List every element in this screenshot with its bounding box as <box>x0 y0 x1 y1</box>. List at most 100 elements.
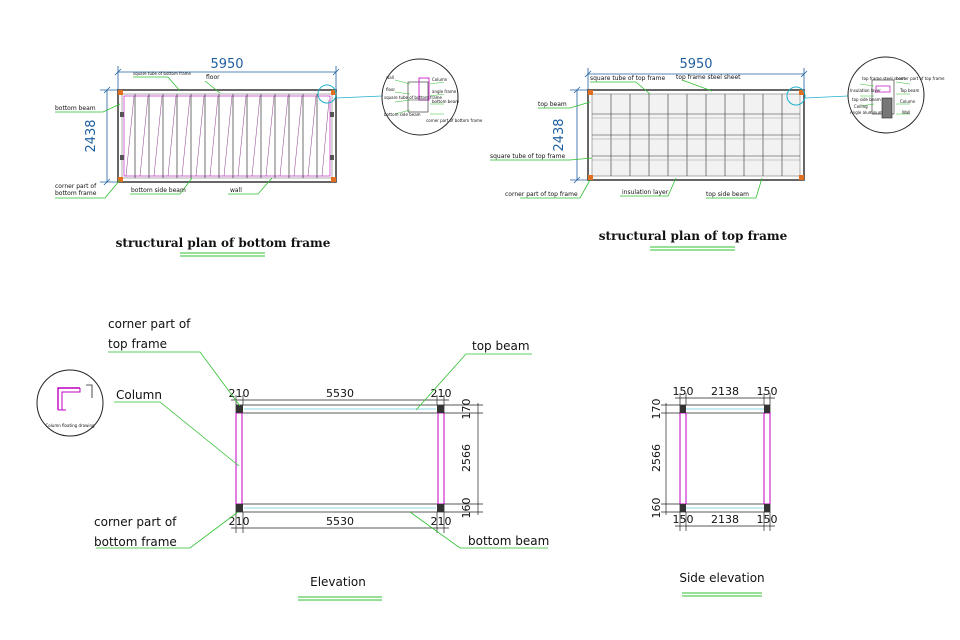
bottom-label-square-tube: square tube of bottom frame <box>133 71 192 76</box>
column-floating-detail <box>36 369 104 437</box>
bottom-label-side-beam: bottom side beam <box>131 187 186 194</box>
top-plan-length-value: 5950 <box>679 57 712 72</box>
bottom-detail-label-0: wall <box>386 75 394 80</box>
bottom-detail-label-6: bottom side beam <box>384 112 421 117</box>
elevation-bottom-dim-2: 210 <box>431 515 452 528</box>
bottom-plan-length-dimension <box>114 66 340 90</box>
side-elevation-left-dimension <box>661 403 680 515</box>
elevation-right-dimension <box>444 403 483 515</box>
elevation-label-bottom-beam: bottom beam <box>468 534 549 548</box>
bottom-plan-title-underline <box>180 252 265 257</box>
elevation-top-dim-1: 5530 <box>326 387 354 400</box>
elevation-top-dim-0: 210 <box>229 387 250 400</box>
bottom-plan-callout-leader <box>335 95 383 99</box>
side-elevation-title: Side elevation <box>679 571 764 585</box>
top-plan-length-dimension <box>584 68 808 90</box>
bottom-side-hooks <box>120 112 334 160</box>
bottom-detail-label-4: angle frame <box>432 89 457 94</box>
top-label-steel-sheet: top frame steel sheet <box>676 74 741 81</box>
elevation-title: Elevation <box>310 575 366 589</box>
bottom-frame-inner <box>121 93 333 179</box>
side-bottom-dim-2: 150 <box>757 513 778 526</box>
bottom-label-corner-part-text-line-1: bottom frame <box>55 190 97 197</box>
bottom-detail-label-5: bottom beam <box>432 99 459 104</box>
bottom-frame-outline <box>117 89 337 183</box>
top-label-insulation: insulation layer <box>622 189 669 196</box>
top-detail-label-7: Angle aluminum <box>850 110 883 115</box>
top-label-top-side-beam: top side beam <box>706 191 749 198</box>
elevation-right-dim-2: 160 <box>460 498 473 519</box>
bottom-plan-length-value: 5950 <box>210 57 243 72</box>
top-plan-title-underline <box>650 246 735 251</box>
bottom-label-floor: floor <box>206 74 220 81</box>
side-elevation-frame <box>679 404 771 513</box>
top-plan-title: structural plan of top frame <box>599 229 788 243</box>
top-detail-label-4: Top beam <box>899 88 919 93</box>
elevation-label-column: Column <box>116 388 162 402</box>
top-frame-grid <box>592 94 800 176</box>
bottom-detail-label-2: floor <box>386 87 395 92</box>
top-label-square-tube: square tube of top frame <box>490 153 565 160</box>
top-frame-outline <box>587 89 805 181</box>
side-top-dim-2: 150 <box>757 385 778 398</box>
top-detail-label-1: corner part of top frame <box>896 76 945 81</box>
bottom-label-wall: wall <box>230 187 242 194</box>
bottom-detail-label-1: Column <box>432 77 448 82</box>
side-left-dim-2: 160 <box>650 498 663 519</box>
bottom-frame-corner-detail <box>381 58 459 136</box>
top-detail-label-0: top frame steel sheet <box>862 76 905 81</box>
side-top-dim-1: 2138 <box>711 385 739 398</box>
top-detail-label-5: Ceiling <box>854 104 868 109</box>
elevation-top-dim-2: 210 <box>431 387 452 400</box>
top-corner-parts <box>588 90 804 180</box>
elevation-right-dim-1: 2566 <box>460 444 473 472</box>
bottom-plan-width-value: 2438 <box>84 119 99 152</box>
side-top-dim-0: 150 <box>673 385 694 398</box>
top-frame-plan: 5950 2438 <box>490 56 945 251</box>
side-bottom-dim-1: 2138 <box>711 513 739 526</box>
top-plan-width-dimension <box>570 86 588 184</box>
bottom-floor-panels <box>123 95 331 177</box>
bottom-floor-hatch <box>125 95 330 177</box>
elevation-leaders <box>96 351 548 549</box>
elevation-bottom-dim-0: 210 <box>229 515 250 528</box>
side-bottom-dim-0: 150 <box>673 513 694 526</box>
bottom-frame-plan: 5950 2438 <box>55 57 483 257</box>
bottom-label-corner-part-text: corner part of <box>55 183 97 190</box>
bottom-plan-leaders <box>55 76 273 199</box>
bottom-floor-joists <box>134 94 318 178</box>
side-left-dim-1: 2566 <box>650 444 663 472</box>
bottom-plan-width-dimension <box>100 86 118 186</box>
top-detail-label-8: Wall <box>902 110 910 115</box>
side-elevation-view: 150 2138 150 150 2138 150 170 2566 160 S… <box>650 385 778 597</box>
column-detail-caption: Column floating drawing <box>45 423 95 428</box>
top-plan-leaders <box>490 79 763 199</box>
elevation-right-dim-0: 170 <box>460 399 473 420</box>
top-label-square-tube-top: square tube of top frame <box>590 75 665 82</box>
elevation-frame <box>235 404 445 513</box>
bottom-detail-label-3: square tube of bottom frame <box>384 95 443 100</box>
bottom-plan-title: structural plan of bottom frame <box>116 236 331 250</box>
top-plan-width-value: 2438 <box>552 118 567 151</box>
side-elevation-bottom-dimension <box>675 512 775 531</box>
bottom-detail-label-7: corner part of bottom frame <box>426 118 483 123</box>
top-detail-label-6: Column <box>900 99 916 104</box>
elevation-label-corner-top: corner part of top frame <box>108 317 194 351</box>
side-left-dim-0: 170 <box>650 399 663 420</box>
top-detail-label-2: Insulation layer <box>850 88 881 93</box>
side-elevation-title-underline <box>682 592 762 597</box>
bottom-plan-callout-marker <box>317 84 337 104</box>
top-label-top-beam: top beam <box>538 101 567 108</box>
elevation-view: Column floating drawing 210 5530 210 <box>36 317 549 601</box>
top-plan-callout-marker <box>786 86 806 106</box>
bottom-label-corner-part: corner part of bottom frame <box>55 183 98 197</box>
top-label-corner-part: corner part of top frame <box>505 191 578 198</box>
top-plan-callout-leader <box>804 95 849 99</box>
elevation-title-underline <box>298 596 382 601</box>
top-frame-corner-detail <box>847 56 925 134</box>
elevation-label-top-beam: top beam <box>472 339 530 353</box>
bottom-label-bottom-beam: bottom beam <box>55 105 96 112</box>
elevation-bottom-dim-1: 5530 <box>326 515 354 528</box>
side-elevation-top-dimension <box>675 393 775 405</box>
